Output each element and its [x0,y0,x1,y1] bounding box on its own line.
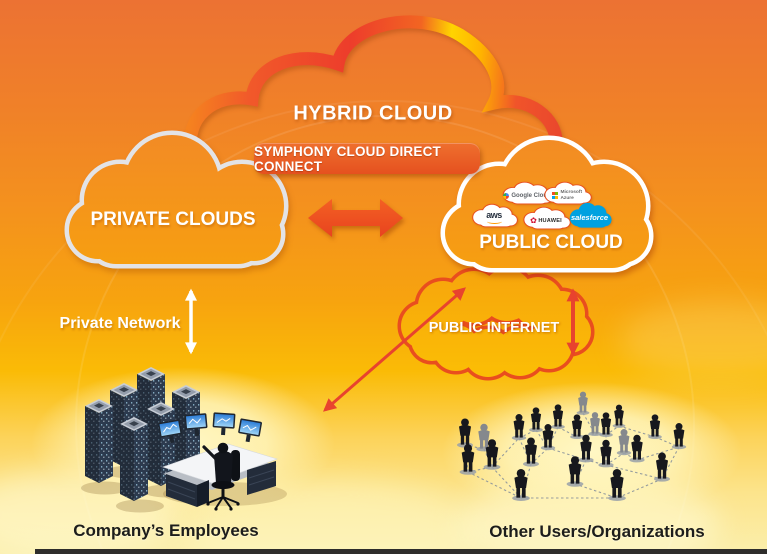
aws-smile-icon [486,219,502,224]
crowd-person [612,404,626,428]
monitor-wall [158,412,262,444]
google-cloud-logo: Google Cloud [498,180,556,207]
crowd-person [648,414,662,440]
server-rack [85,399,113,483]
crowd-figures [457,391,687,501]
server-room-scene [81,367,287,513]
operator-person [202,442,240,511]
bottom-edge-strip [35,549,767,554]
public-cloud-label: PUBLIC CLOUD [479,232,623,253]
crowd-person [588,412,602,436]
crowd-person [654,452,670,482]
server-rack [120,417,148,501]
crowd-person [578,434,594,463]
crowd-person [511,414,527,441]
crowd-person [599,412,613,438]
google-icon [503,192,510,199]
crowd-person [512,468,530,501]
private-cloud [64,130,289,269]
crowd-network-scene [457,391,687,501]
crowd-person [576,391,590,415]
crowd-person [598,439,614,468]
private-network-label: Private Network [59,315,181,332]
direct-connect-arrow [308,199,403,237]
aws-logo: aws [468,202,520,230]
microsoft-icon [551,192,559,199]
diagonal-internet-arrow [323,287,466,412]
crowd-person [671,423,687,450]
salesforce-logo: salesforce [566,201,613,230]
private-clouds-label: PRIVATE CLOUDS [90,209,256,230]
crowd-person [570,414,584,440]
caption-other-users: Other Users/Organizations [489,522,705,541]
huawei-logo: ✿ HUAWEI [519,205,573,232]
crowd-person [459,444,477,475]
background-cloud-blob [620,300,767,380]
crowd-person [529,407,543,433]
crowd-person [616,429,632,456]
crowd-person [551,404,565,430]
hybrid-cloud-title: HYBRID CLOUD [293,102,453,125]
public-internet-label: PUBLIC INTERNET [428,320,560,336]
crowd-person [608,468,626,501]
caption-company-employees: Company’s Employees [73,521,259,540]
crowd-person [457,418,473,448]
background-arc [0,100,767,554]
crowd-person [629,434,645,463]
direct-connect-banner: SYMPHONY CLOUD DIRECT CONNECT [254,143,480,174]
huawei-flower-icon: ✿ [530,215,537,225]
